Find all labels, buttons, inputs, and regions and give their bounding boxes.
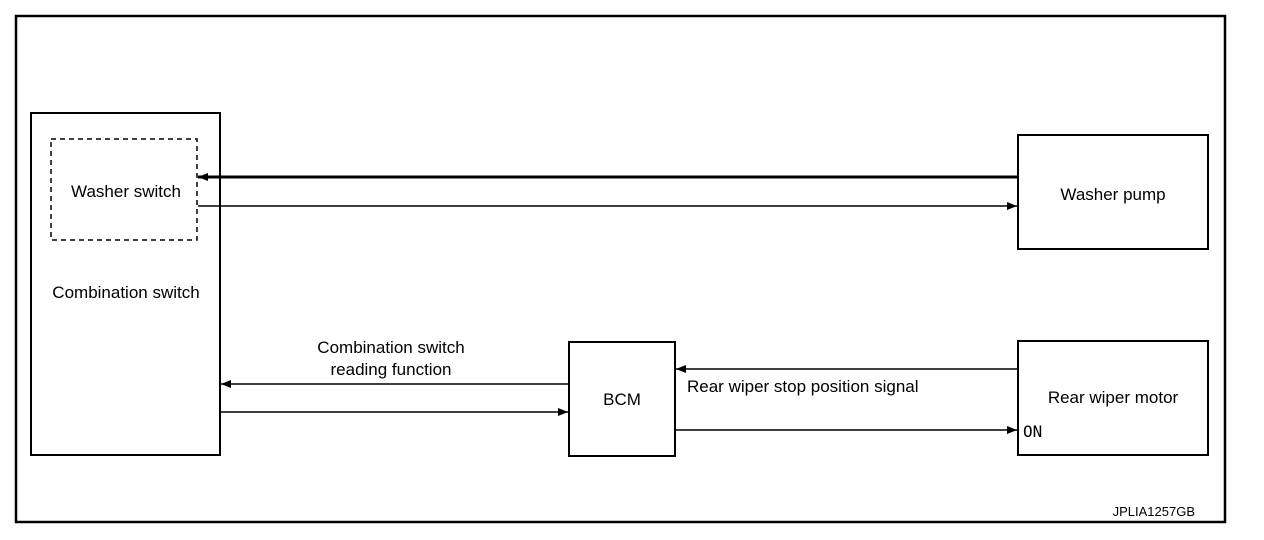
stop-position-signal-label: Rear wiper stop position signal bbox=[687, 377, 919, 396]
rear-wiper-motor-label: Rear wiper motor bbox=[1048, 388, 1179, 407]
figure-code: JPLIA1257GB bbox=[1113, 504, 1195, 519]
on-label: ON bbox=[1023, 422, 1042, 441]
combination-switch-label: Combination switch bbox=[52, 283, 199, 302]
reading-function-label-line2: reading function bbox=[331, 360, 452, 379]
combination-switch-box bbox=[30, 112, 221, 456]
washer-pump-label: Washer pump bbox=[1060, 185, 1165, 204]
rear-wiper-motor-box bbox=[1017, 340, 1209, 456]
bcm-label: BCM bbox=[603, 390, 641, 409]
bcm-box bbox=[568, 341, 676, 457]
reading-function-label-line1: Combination switch bbox=[317, 338, 464, 357]
washer-switch-box bbox=[50, 138, 198, 241]
washer-switch-label: Washer switch bbox=[71, 182, 181, 201]
diagram-frame bbox=[14, 14, 1227, 524]
washer-pump-box bbox=[1017, 134, 1209, 250]
